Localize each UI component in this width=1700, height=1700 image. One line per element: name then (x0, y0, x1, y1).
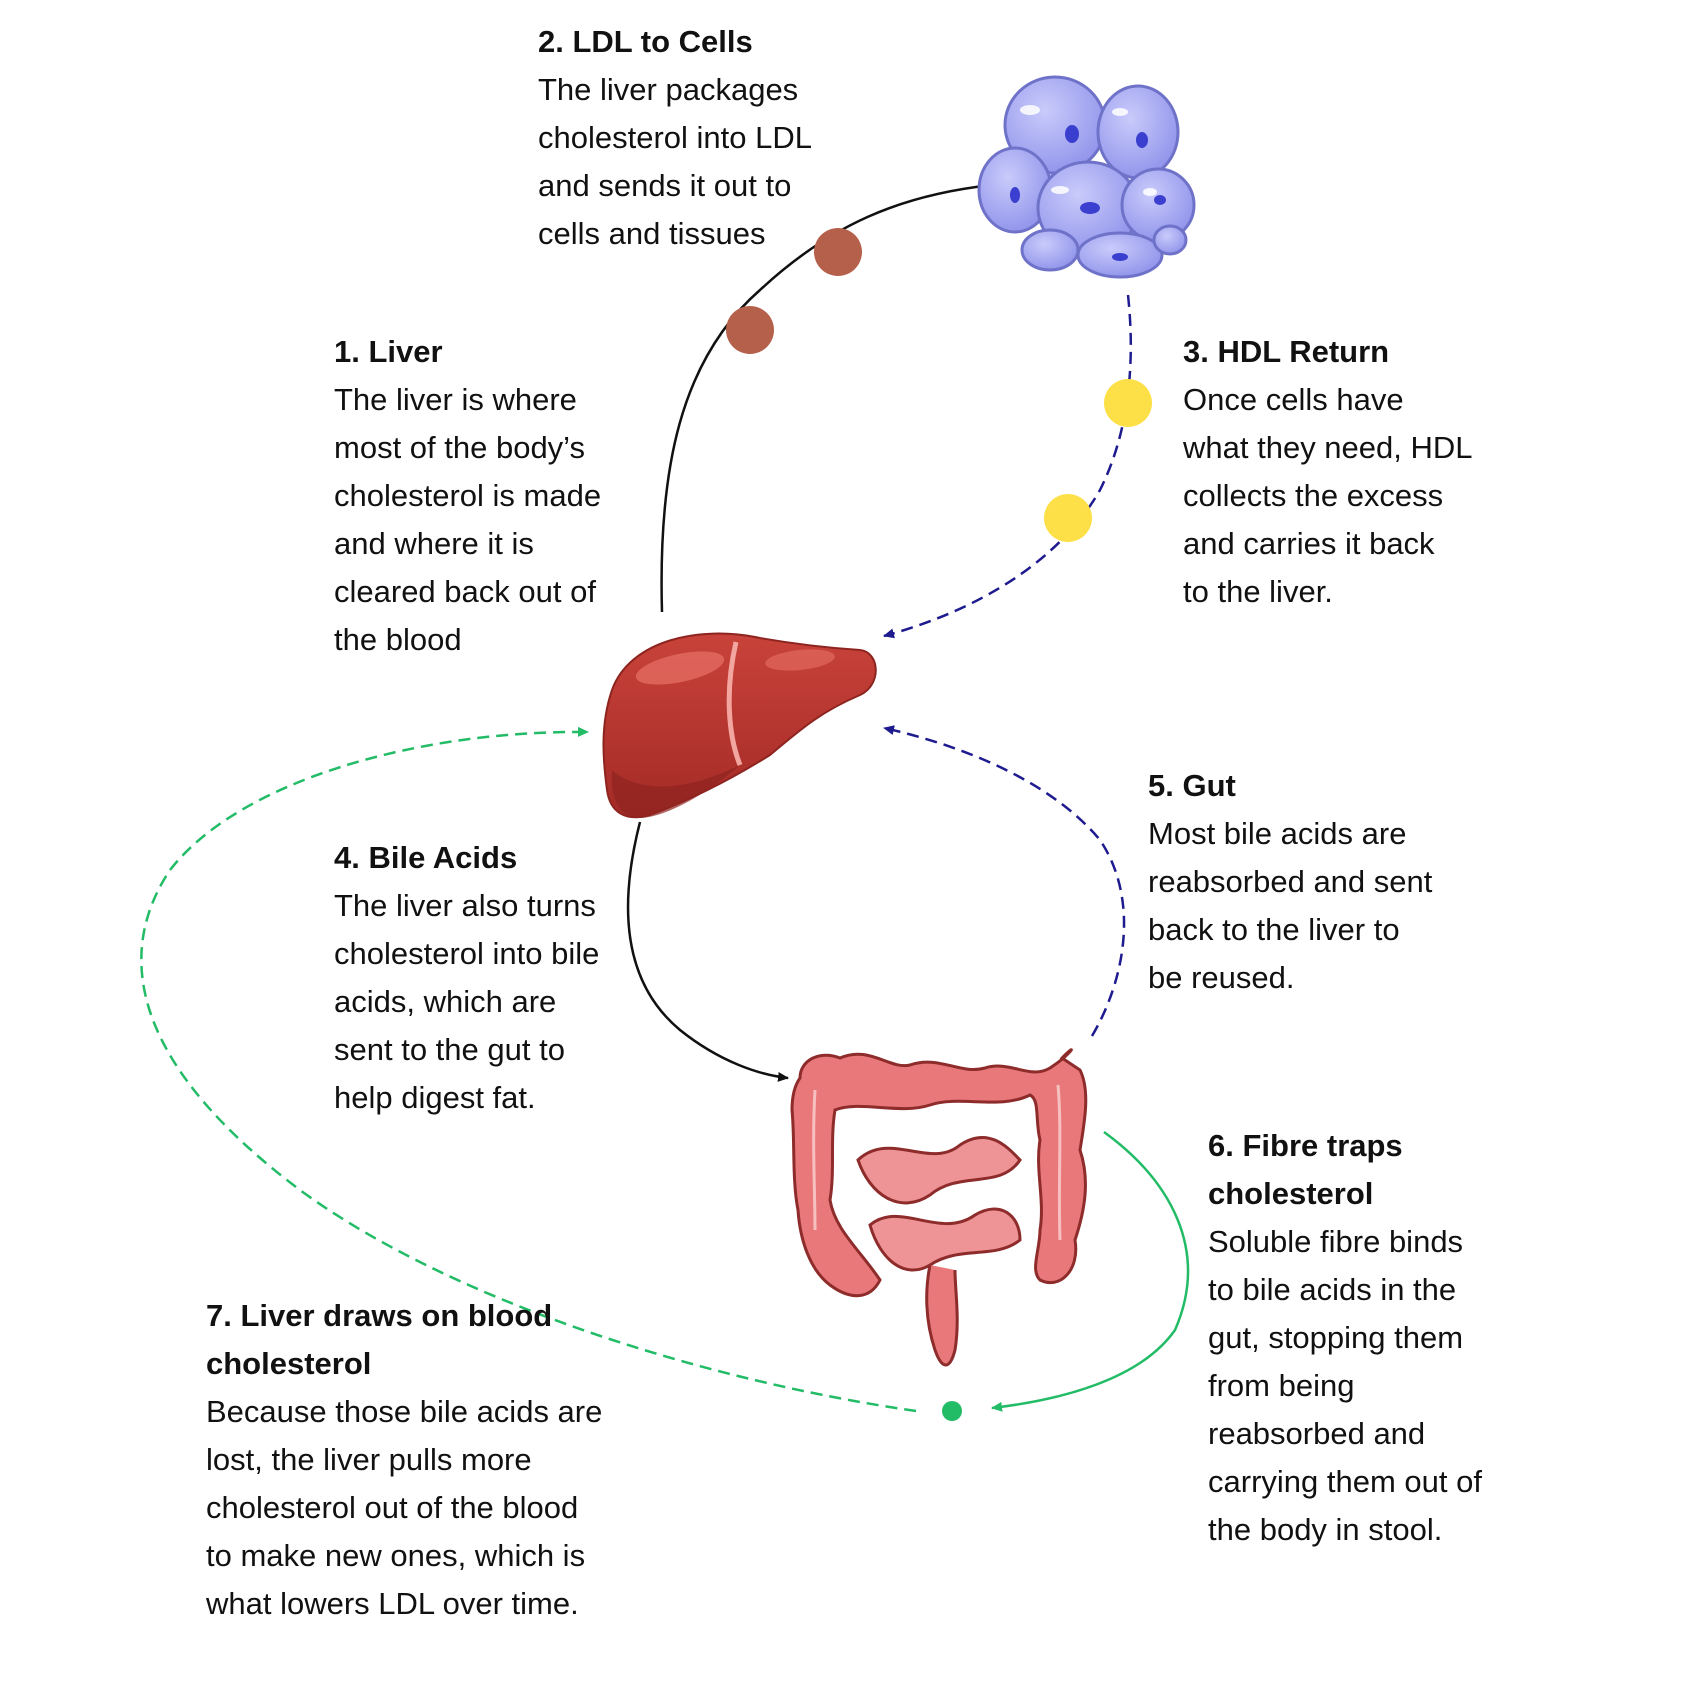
step-bile-acids: 4. Bile Acids The liver also turns chole… (334, 834, 634, 1122)
liver-icon (602, 632, 877, 819)
bile-acids-arrow (626, 821, 789, 1082)
step-liver-body: The liver is where most of the body’s ch… (334, 382, 602, 657)
excretion-dot (942, 1401, 962, 1421)
step-bile-acids-body: The liver also turns cholesterol into bi… (334, 888, 600, 1115)
step-hdl-title: 3. HDL Return (1183, 334, 1390, 369)
hdl-particle (1104, 379, 1152, 427)
step-blood-cholesterol: 7. Liver draws on blood cholesterol Beca… (206, 1292, 626, 1628)
step-gut: 5. Gut Most bile acids are reabsorbed an… (1148, 762, 1468, 1002)
step-hdl: 3. HDL Return Once cells have what they … (1183, 328, 1503, 616)
step-blood-cholesterol-body: Because those bile acids are lost, the l… (206, 1394, 603, 1621)
step-liver: 1. Liver The liver is where most of the … (334, 328, 634, 664)
ldl-arrow (660, 181, 993, 613)
blood-cholesterol-arrow (140, 726, 917, 1413)
step-fibre-body: Soluble fibre binds to bile acids in the… (1208, 1224, 1482, 1547)
step-ldl: 2. LDL to Cells The liver packages chole… (538, 18, 858, 258)
step-ldl-title: 2. LDL to Cells (538, 24, 753, 59)
hdl-particle (1044, 494, 1092, 542)
hdl-arrow (883, 294, 1133, 639)
step-bile-acids-title: 4. Bile Acids (334, 840, 518, 875)
step-fibre-title: 6. Fibre traps cholesterol (1208, 1128, 1403, 1211)
step-fibre: 6. Fibre traps cholesterol Soluble fibre… (1208, 1122, 1528, 1554)
step-liver-title: 1. Liver (334, 334, 443, 369)
cell-cluster-icon (977, 75, 1196, 279)
gut-return-arrow (883, 725, 1126, 1037)
step-ldl-body: The liver packages cholesterol into LDL … (538, 72, 812, 251)
fibre-trap-arrow (991, 1130, 1190, 1412)
intestine-icon (790, 1048, 1088, 1367)
ldl-particle (814, 228, 862, 276)
step-gut-title: 5. Gut (1148, 768, 1236, 803)
step-hdl-body: Once cells have what they need, HDL coll… (1183, 382, 1473, 609)
ldl-particle (726, 306, 774, 354)
step-gut-body: Most bile acids are reabsorbed and sent … (1148, 816, 1433, 995)
step-blood-cholesterol-title: 7. Liver draws on blood cholesterol (206, 1298, 553, 1381)
